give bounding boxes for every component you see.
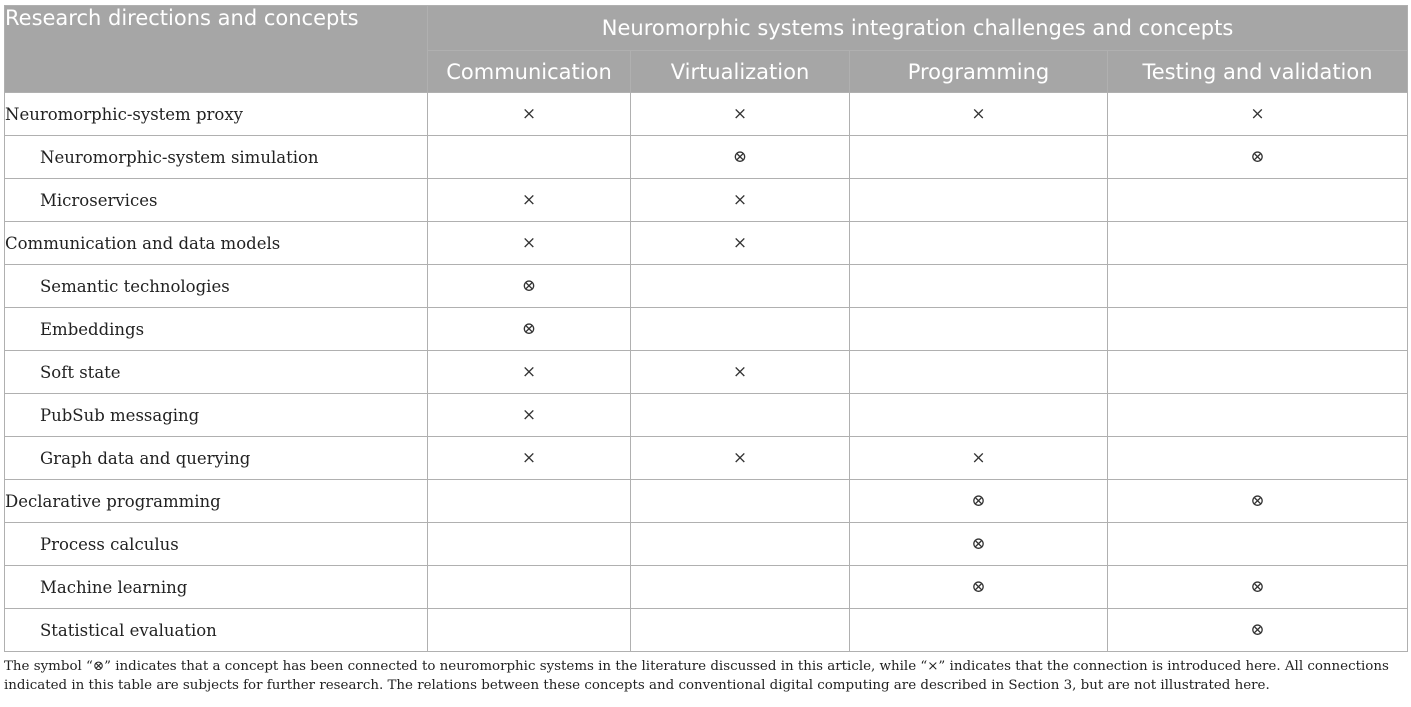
cell-mark: ×	[427, 436, 631, 480]
cell-mark: ×	[1106, 92, 1409, 136]
cell-mark	[1106, 350, 1409, 394]
cell-mark: ×	[849, 92, 1108, 136]
cell-mark	[849, 221, 1108, 265]
cell-mark: ⊗	[849, 565, 1108, 609]
table-row: Communication and data models××	[4, 221, 1409, 265]
cell-mark: ×	[427, 178, 631, 222]
header-col-programming: Programming	[849, 50, 1108, 93]
table-row: PubSub messaging×	[4, 393, 1409, 437]
cell-mark: ×	[427, 92, 631, 136]
row-concept-label: Microservices	[4, 178, 428, 222]
cell-mark	[849, 307, 1108, 351]
row-concept-label: Graph data and querying	[4, 436, 428, 480]
header-integration-challenges: Neuromorphic systems integration challen…	[426, 5, 1409, 51]
cell-mark	[849, 264, 1108, 308]
cell-mark	[630, 393, 850, 437]
cell-mark: ⊗	[1106, 135, 1409, 179]
table-row: Neuromorphic-system simulation ⊗ ⊗	[4, 135, 1409, 179]
cell-mark	[849, 393, 1108, 437]
table-row: Graph data and querying×××	[4, 436, 1409, 480]
cell-mark: ⊗	[849, 479, 1108, 523]
cell-mark: ×	[630, 178, 850, 222]
table-row: Statistical evaluation ⊗	[4, 608, 1409, 652]
row-concept-label: Semantic technologies	[4, 264, 428, 308]
cell-mark: ⊗	[1106, 479, 1409, 523]
cell-mark	[427, 135, 631, 179]
row-concept-label: Neuromorphic-system simulation	[4, 135, 428, 179]
table-row: Embeddings⊗	[4, 307, 1409, 351]
table-body: Neuromorphic-system proxy××××Neuromorphi…	[4, 92, 1409, 652]
cell-mark	[427, 522, 631, 566]
cell-mark: ×	[630, 221, 850, 265]
cell-mark: ⊗	[427, 264, 631, 308]
cell-mark	[849, 350, 1108, 394]
cell-mark: ×	[849, 436, 1108, 480]
table-row: Neuromorphic-system proxy××××	[4, 92, 1409, 136]
cell-mark	[1106, 264, 1409, 308]
table-row: Semantic technologies⊗	[4, 264, 1409, 308]
cell-mark	[630, 479, 850, 523]
cell-mark	[630, 522, 850, 566]
cell-mark	[1106, 178, 1409, 222]
cell-mark	[849, 608, 1108, 652]
cell-mark	[427, 608, 631, 652]
table-row: Microservices××	[4, 178, 1409, 222]
cell-mark	[630, 565, 850, 609]
cell-mark: ⊗	[427, 307, 631, 351]
cell-mark	[1106, 436, 1409, 480]
cell-mark	[1106, 307, 1409, 351]
row-concept-label: Machine learning	[4, 565, 428, 609]
cell-mark: ⊗	[1106, 565, 1409, 609]
cell-mark: ×	[630, 436, 850, 480]
cell-mark	[1106, 393, 1409, 437]
row-concept-label: Soft state	[4, 350, 428, 394]
table-row: Machine learning ⊗⊗	[4, 565, 1409, 609]
cell-mark	[849, 135, 1108, 179]
row-concept-label: Declarative programming	[4, 479, 428, 523]
cell-mark: ⊗	[630, 135, 850, 179]
row-concept-label: Neuromorphic-system proxy	[4, 92, 428, 136]
cell-mark: ×	[427, 221, 631, 265]
cell-mark: ×	[427, 393, 631, 437]
table-container: Research directions and concepts Neuromo…	[4, 5, 1409, 652]
row-concept-label: PubSub messaging	[4, 393, 428, 437]
header-research-directions: Research directions and concepts	[4, 5, 428, 93]
cell-mark	[630, 264, 850, 308]
cell-mark: ⊗	[849, 522, 1108, 566]
concepts-table: Research directions and concepts Neuromo…	[4, 5, 1409, 652]
cell-mark	[630, 608, 850, 652]
cell-mark	[630, 307, 850, 351]
table-row: Soft state××	[4, 350, 1409, 394]
cell-mark	[1106, 522, 1409, 566]
cell-mark	[849, 178, 1108, 222]
row-concept-label: Process calculus	[4, 522, 428, 566]
cell-mark	[427, 479, 631, 523]
cell-mark: ×	[630, 350, 850, 394]
row-concept-label: Communication and data models	[4, 221, 428, 265]
cell-mark: ⊗	[1106, 608, 1409, 652]
row-concept-label: Statistical evaluation	[4, 608, 428, 652]
cell-mark	[1106, 221, 1409, 265]
cell-mark	[427, 565, 631, 609]
cell-mark: ×	[427, 350, 631, 394]
cell-mark: ×	[630, 92, 850, 136]
table-footnote: The symbol “⊗” indicates that a concept …	[4, 659, 1389, 693]
header-col-testing-validation: Testing and validation	[1106, 50, 1409, 93]
header-col-communication: Communication	[427, 50, 631, 93]
table-header: Research directions and concepts Neuromo…	[4, 5, 1409, 93]
table-row: Process calculus ⊗	[4, 522, 1409, 566]
header-col-virtualization: Virtualization	[630, 50, 850, 93]
table-row: Declarative programming ⊗⊗	[4, 479, 1409, 523]
row-concept-label: Embeddings	[4, 307, 428, 351]
